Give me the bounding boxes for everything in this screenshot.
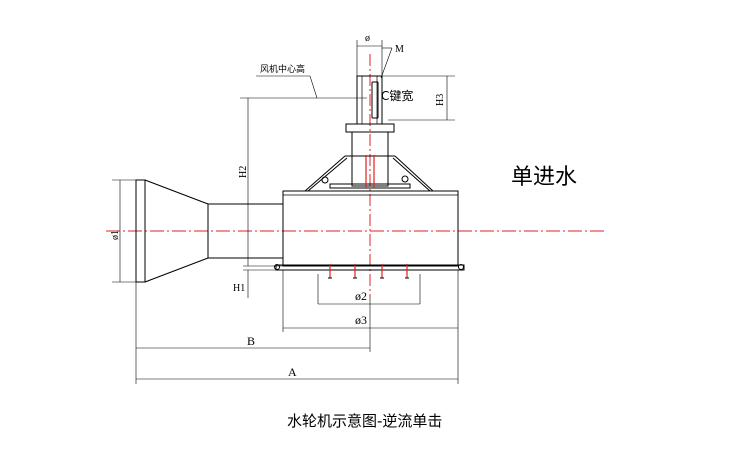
- key-width-label: C键宽: [381, 88, 413, 103]
- flow-label: 单进水: [511, 165, 577, 190]
- m-label: M: [395, 44, 404, 55]
- shaft-diameter-label: ø: [365, 33, 370, 44]
- d2-label: ø2: [355, 289, 367, 303]
- h2-label: H2: [238, 166, 249, 178]
- shaft-diameter-dimension: [356, 40, 393, 79]
- inlet-cone: [135, 179, 209, 283]
- h1-label: H1: [233, 283, 245, 294]
- h2-dimension: [243, 98, 283, 267]
- d3-label: ø3: [355, 313, 367, 327]
- diagram-caption: 水轮机示意图-逆流单击: [287, 412, 442, 430]
- h3-label: H3: [435, 94, 446, 106]
- d1-dimension: [112, 179, 136, 283]
- h3-dimension: [382, 75, 455, 121]
- fan-center-label: 风机中心高: [260, 63, 305, 75]
- fan-center-leader: [240, 75, 367, 99]
- turbine-housing: [282, 190, 459, 267]
- b-dimension: [135, 282, 371, 384]
- a-dimension: [136, 332, 459, 384]
- output-shaft: [356, 75, 383, 125]
- d1-label: ø1: [110, 230, 121, 240]
- b-label: B: [247, 334, 255, 348]
- d3-dimension: [282, 270, 459, 332]
- bottom-flange: [274, 264, 465, 279]
- h1-dimension: [243, 269, 276, 298]
- top-bracket: [304, 155, 434, 192]
- inlet-pipe: [208, 203, 283, 259]
- d2-dimension: [317, 274, 421, 305]
- a-label: A: [288, 365, 297, 379]
